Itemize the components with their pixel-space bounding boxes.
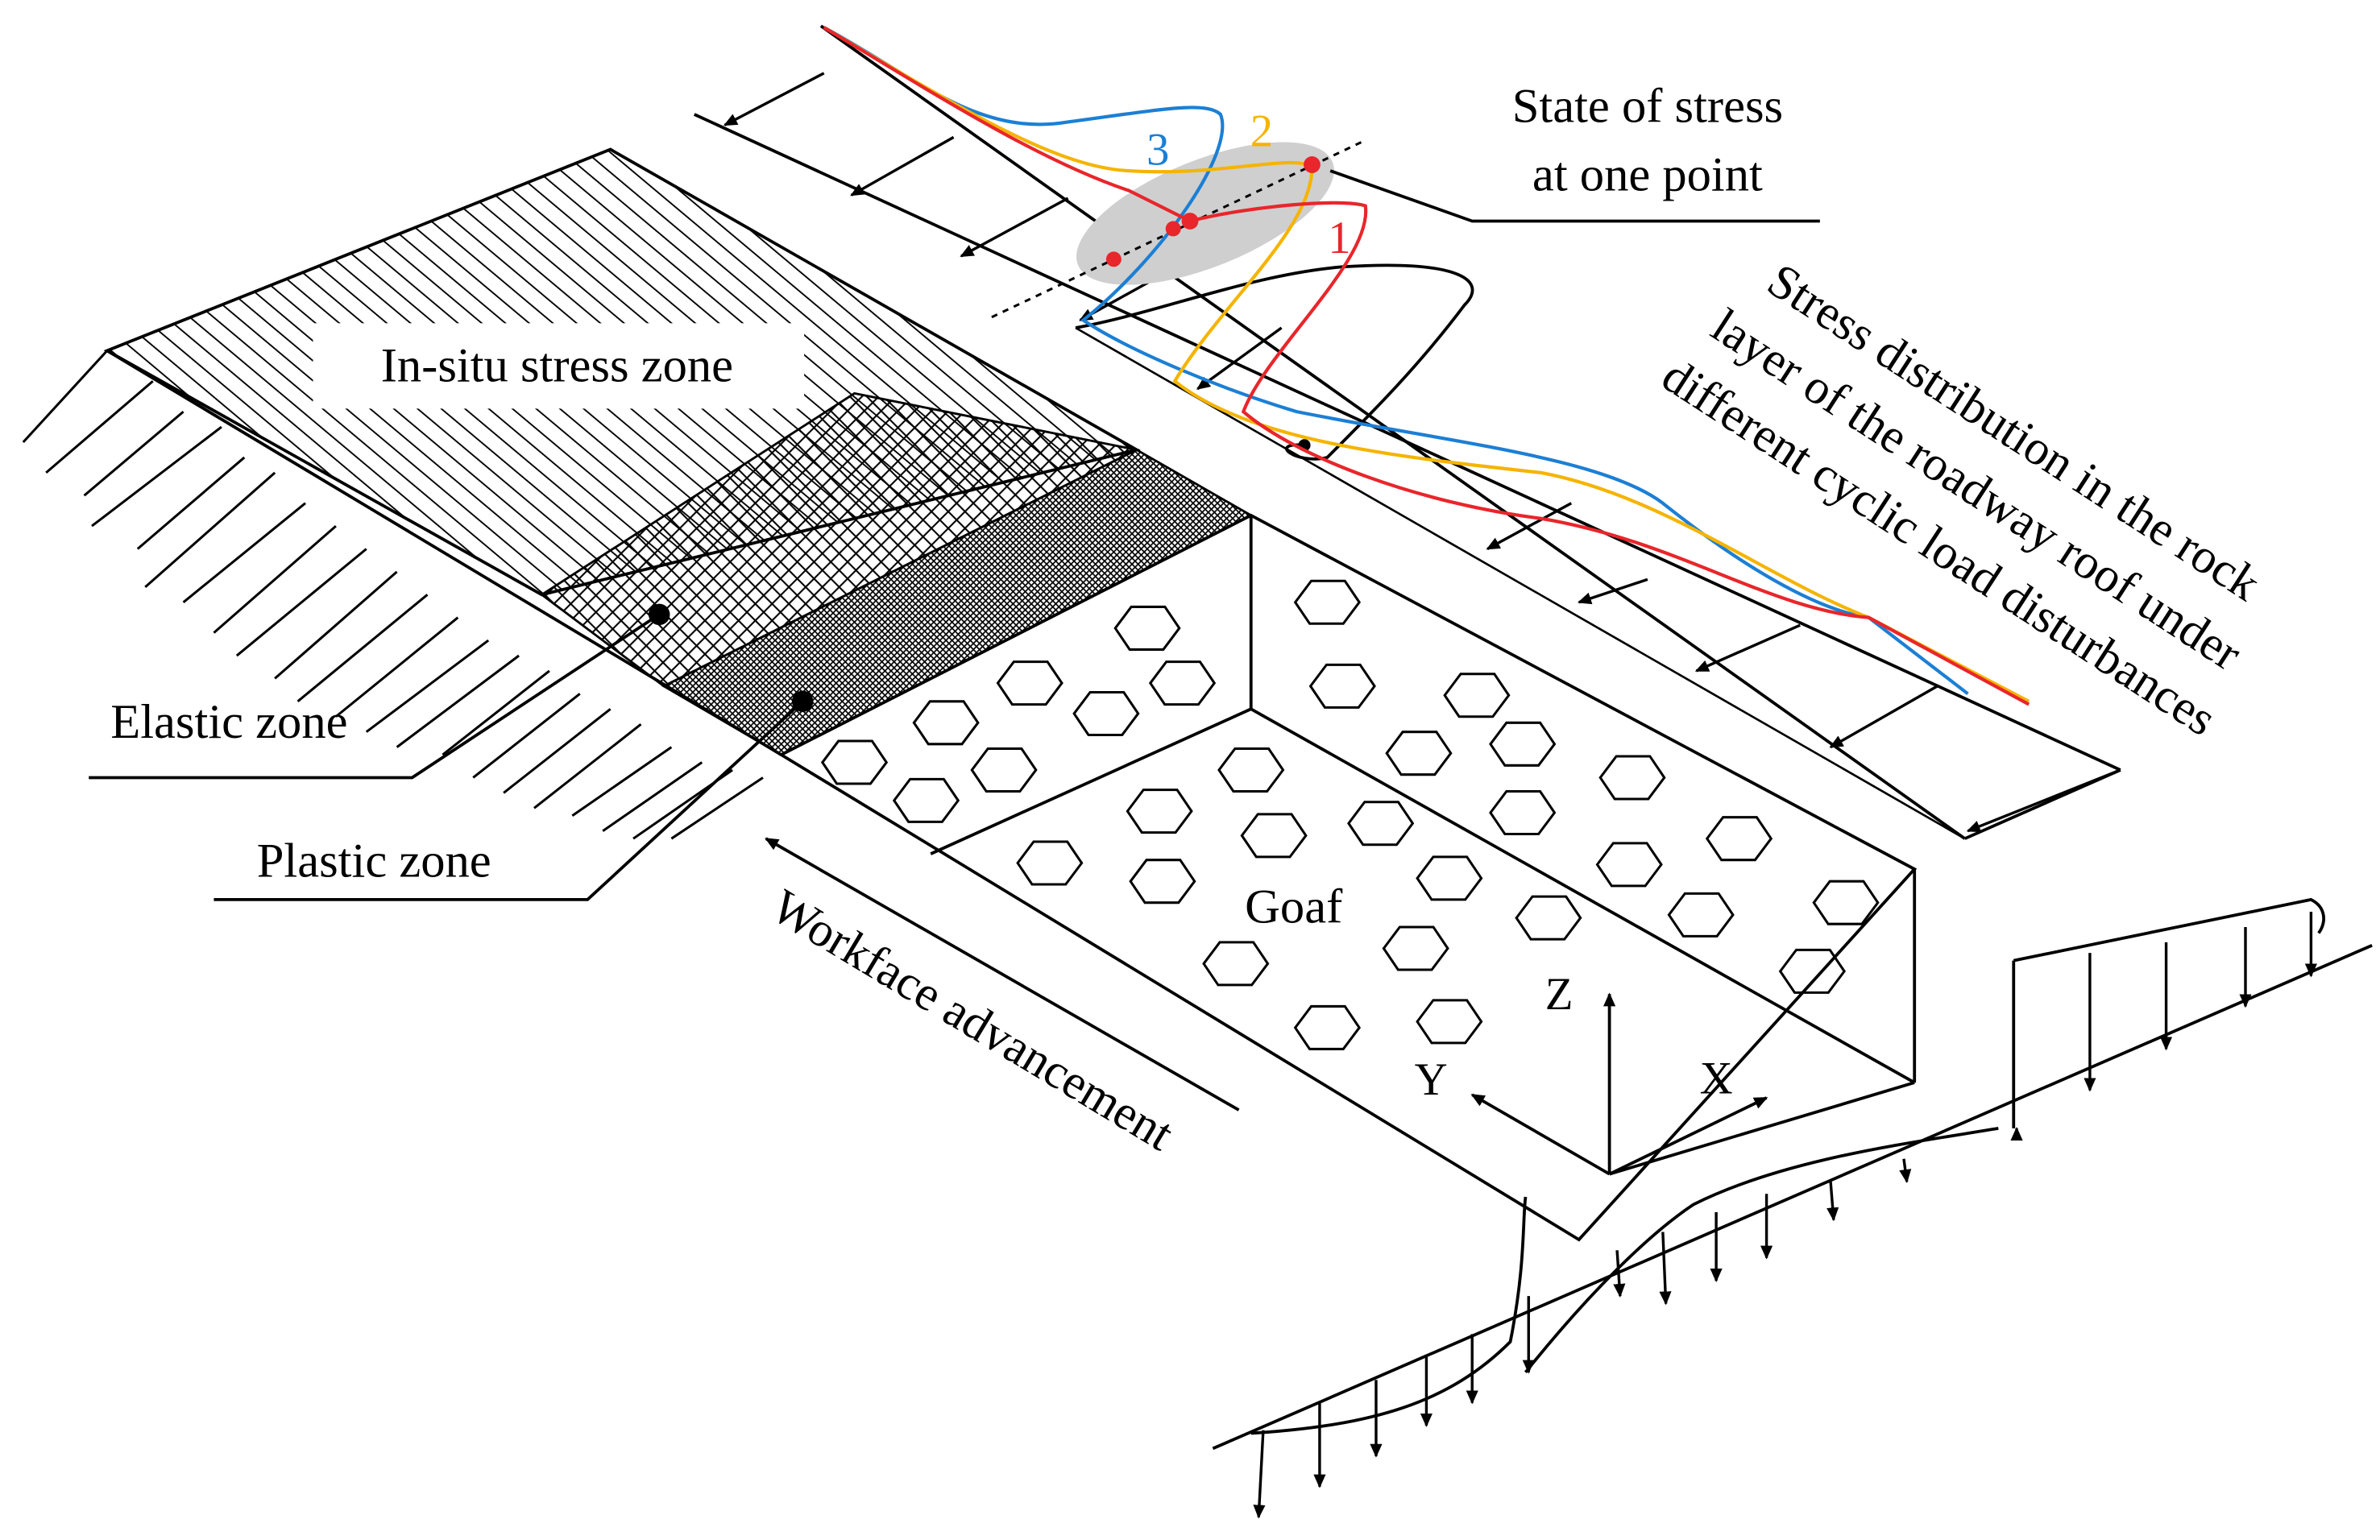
curve-3 bbox=[823, 26, 1969, 695]
distribution-label-line1: Stress distribution in the rock bbox=[1758, 254, 2270, 612]
state-highlight bbox=[1076, 142, 1334, 285]
goaf-rock bbox=[1416, 855, 1483, 901]
floor-load-arrow bbox=[1613, 1250, 1626, 1298]
goaf-rock bbox=[1812, 880, 1880, 925]
goaf-rock bbox=[820, 739, 889, 785]
goaf-rock bbox=[1778, 948, 1846, 994]
point-red-c bbox=[1165, 221, 1181, 237]
distribution-label: Stress distribution in the rock layer of… bbox=[1652, 254, 2270, 747]
goaf-rock bbox=[1416, 999, 1483, 1045]
goaf-rock bbox=[1126, 789, 1193, 834]
plastic-point bbox=[791, 690, 814, 713]
goaf-rock bbox=[970, 747, 1038, 793]
point-red-d bbox=[1105, 251, 1122, 267]
floor-load-arrow bbox=[1659, 1232, 1672, 1306]
goaf-rock bbox=[1347, 801, 1415, 847]
goaf-rock bbox=[1217, 747, 1285, 793]
goaf-block bbox=[777, 513, 1918, 1242]
goaf-rock bbox=[1443, 673, 1511, 718]
goaf-rock bbox=[1598, 755, 1666, 801]
goaf-rock bbox=[1489, 789, 1557, 836]
axis-z-label: Z bbox=[1545, 969, 1574, 1020]
goaf-rock bbox=[1016, 840, 1084, 886]
point-red-b bbox=[1181, 213, 1199, 230]
curve-2 bbox=[823, 26, 2030, 703]
workface-label: Workface advancement bbox=[762, 880, 1183, 1161]
state-label-line1: State of stress bbox=[1512, 79, 1783, 133]
goaf-rock bbox=[1489, 721, 1557, 767]
elastic-point bbox=[648, 603, 670, 626]
goaf-rock bbox=[912, 700, 980, 746]
in-situ-label: In-situ stress zone bbox=[381, 338, 733, 392]
plastic-label: Plastic zone bbox=[257, 834, 491, 888]
goaf-rock bbox=[1308, 663, 1376, 709]
ground-hatching bbox=[22, 349, 782, 840]
goaf-rock bbox=[1595, 842, 1663, 888]
zone-callouts bbox=[89, 613, 804, 901]
curve-3-label: 3 bbox=[1146, 124, 1169, 175]
goaf-rock bbox=[1382, 925, 1449, 971]
goaf-rock bbox=[1113, 605, 1181, 651]
goaf-rock bbox=[1705, 816, 1773, 862]
roof-strip bbox=[693, 24, 2121, 840]
floor-stress-distribution bbox=[1212, 897, 2373, 1451]
goaf-rock bbox=[1240, 813, 1308, 859]
state-callout-line bbox=[1329, 169, 1820, 223]
curve-1 bbox=[823, 26, 2030, 706]
curve-1-label: 1 bbox=[1328, 213, 1350, 263]
goaf-rock bbox=[996, 660, 1064, 706]
floor-load-arrow bbox=[1826, 1181, 1839, 1222]
goaf-rock bbox=[1148, 660, 1217, 706]
axis-x-label: X bbox=[1700, 1053, 1733, 1103]
goaf-rock bbox=[1667, 892, 1735, 938]
state-dashed-line bbox=[991, 139, 1366, 319]
state-label-line2: at one point bbox=[1532, 148, 1763, 202]
elastic-label: Elastic zone bbox=[110, 695, 347, 749]
axis-y-label: Y bbox=[1415, 1054, 1448, 1105]
goaf-rocks bbox=[820, 579, 1880, 1050]
floor-load-arrow bbox=[1899, 1158, 1912, 1184]
goaf-label: Goaf bbox=[1245, 880, 1343, 934]
point-red-a bbox=[1304, 156, 1321, 173]
goaf-rock bbox=[1385, 731, 1453, 776]
goaf-rock bbox=[1293, 579, 1361, 625]
axes bbox=[1470, 992, 1768, 1176]
distribution-label-line2: layer of the roadway roof under bbox=[1702, 299, 2251, 681]
goaf-rock bbox=[1202, 941, 1270, 987]
goaf-rock bbox=[1515, 895, 1582, 941]
floor-load-arrow bbox=[1253, 1430, 1266, 1519]
in-situ-label-bg bbox=[313, 323, 805, 409]
goaf-rock bbox=[1293, 1004, 1361, 1050]
curve-2-label: 2 bbox=[1250, 106, 1273, 157]
goaf-rock bbox=[892, 777, 960, 823]
goaf-rock bbox=[1072, 690, 1140, 736]
goaf-rock bbox=[1129, 859, 1196, 905]
workface-arrow bbox=[765, 837, 1240, 1112]
floor-load-arrows bbox=[1253, 912, 2317, 1519]
